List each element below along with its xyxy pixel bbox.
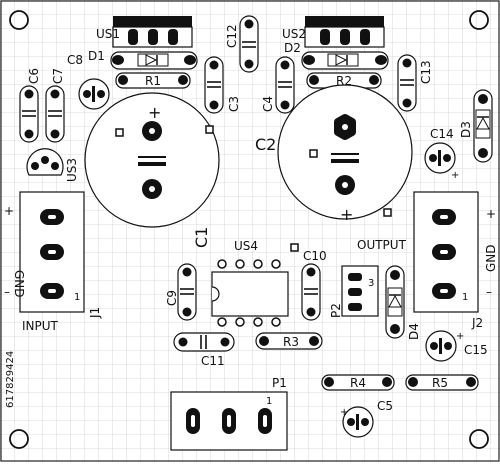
capacitor-c11: C11 <box>173 332 235 368</box>
terminal-j1: 1 J1 INPUT + GND – <box>4 191 102 333</box>
label-d2: D2 <box>284 41 301 55</box>
j1-minus: – <box>4 285 10 299</box>
label-c15: C15 <box>464 343 488 357</box>
capacitor-c9: C9 <box>165 263 197 321</box>
label-output: OUTPUT <box>357 238 407 252</box>
label-c1: C1 <box>192 227 211 248</box>
p1-pin1: 1 <box>266 396 272 407</box>
j2-plus: + <box>486 207 496 221</box>
diode-d2: D2 <box>284 41 389 70</box>
resistor-r3: R3 <box>255 332 323 350</box>
capacitor-c1: + C1 <box>84 92 220 248</box>
capacitor-c13: C13 <box>397 54 433 112</box>
mounting-holes <box>9 10 489 449</box>
label-p2: P2 <box>329 303 343 318</box>
capacitor-c6: C6 <box>19 68 41 143</box>
diode-d1: D1 <box>88 49 198 70</box>
trimmer-p2: 3 P2 <box>329 265 379 318</box>
label-us3: US3 <box>65 158 79 182</box>
mounting-hole-tr <box>469 10 489 30</box>
capacitor-c2: + C2 <box>255 84 413 224</box>
capacitor-c8: C8 <box>67 53 110 110</box>
label-c3: C3 <box>227 96 241 112</box>
label-us1: US1 <box>96 27 120 41</box>
j1-plus: + <box>4 204 14 218</box>
label-p1: P1 <box>272 376 287 390</box>
label-gnd-right: GND <box>484 244 498 272</box>
label-gnd-left: GND <box>12 270 26 298</box>
label-c12: C12 <box>225 24 239 48</box>
capacitor-c14: + C14 <box>424 127 459 181</box>
capacitor-c7: C7 <box>45 68 65 143</box>
capacitor-c15: + C15 <box>425 330 488 362</box>
p2-pin3: 3 <box>368 278 374 289</box>
c5-plus: + <box>340 407 348 418</box>
label-us2: US2 <box>282 27 306 41</box>
c15-plus: + <box>456 331 464 342</box>
label-r3: R3 <box>283 335 299 349</box>
label-c8: C8 <box>67 53 83 67</box>
resistor-r4: R4 <box>321 374 395 391</box>
label-j1: J1 <box>88 307 102 319</box>
label-r4: R4 <box>350 376 366 390</box>
opamp-us4: US4 <box>211 239 299 327</box>
label-j2: J2 <box>471 316 483 330</box>
label-c5: C5 <box>377 399 393 413</box>
capacitor-c3: C3 <box>204 56 241 114</box>
capacitor-c5: + C5 <box>340 399 393 438</box>
label-c2: C2 <box>255 135 276 154</box>
potentiometer-p1: 1 P1 <box>170 376 288 451</box>
label-d4: D4 <box>407 323 421 340</box>
label-c9: C9 <box>165 290 179 306</box>
label-c6: C6 <box>27 68 41 84</box>
label-c14: C14 <box>430 127 454 141</box>
label-c7: C7 <box>51 68 65 84</box>
mounting-hole-bl <box>9 429 29 449</box>
label-d1: D1 <box>88 49 105 63</box>
j2-minus: – <box>486 285 492 299</box>
capacitor-c4: C4 <box>261 56 295 114</box>
capacitor-c12: C12 <box>225 15 259 73</box>
label-c4: C4 <box>261 96 275 112</box>
diode-d4: D4 <box>385 265 421 340</box>
resistor-r1: R1 <box>115 72 191 89</box>
label-r1: R1 <box>145 74 161 88</box>
label-input: INPUT <box>22 319 59 333</box>
c2-plus: + <box>340 205 353 224</box>
resistor-r2: R2 <box>306 72 382 89</box>
c1-plus: + <box>148 103 161 122</box>
c14-plus: + <box>451 170 459 181</box>
label-us4: US4 <box>234 239 258 253</box>
label-c13: C13 <box>419 60 433 84</box>
stock-id-text: 617829424 <box>5 351 16 408</box>
capacitor-c10: C10 <box>301 249 327 321</box>
resistor-r5: R5 <box>405 374 479 391</box>
j1-pin1: 1 <box>74 292 80 303</box>
regulator-us1: US1 <box>96 16 193 48</box>
label-c11: C11 <box>201 354 225 368</box>
terminal-j2: 1 J2 OUTPUT + GND – <box>357 191 498 330</box>
j2-pin1: 1 <box>462 292 468 303</box>
label-d3: D3 <box>459 121 473 138</box>
regulator-us3: US3 <box>26 148 79 182</box>
regulator-us2: US2 <box>282 16 385 48</box>
diode-d3: D3 <box>459 89 493 163</box>
mounting-hole-tl <box>9 10 29 30</box>
label-r5: R5 <box>432 376 448 390</box>
label-c10: C10 <box>303 249 327 263</box>
mounting-hole-br <box>469 429 489 449</box>
